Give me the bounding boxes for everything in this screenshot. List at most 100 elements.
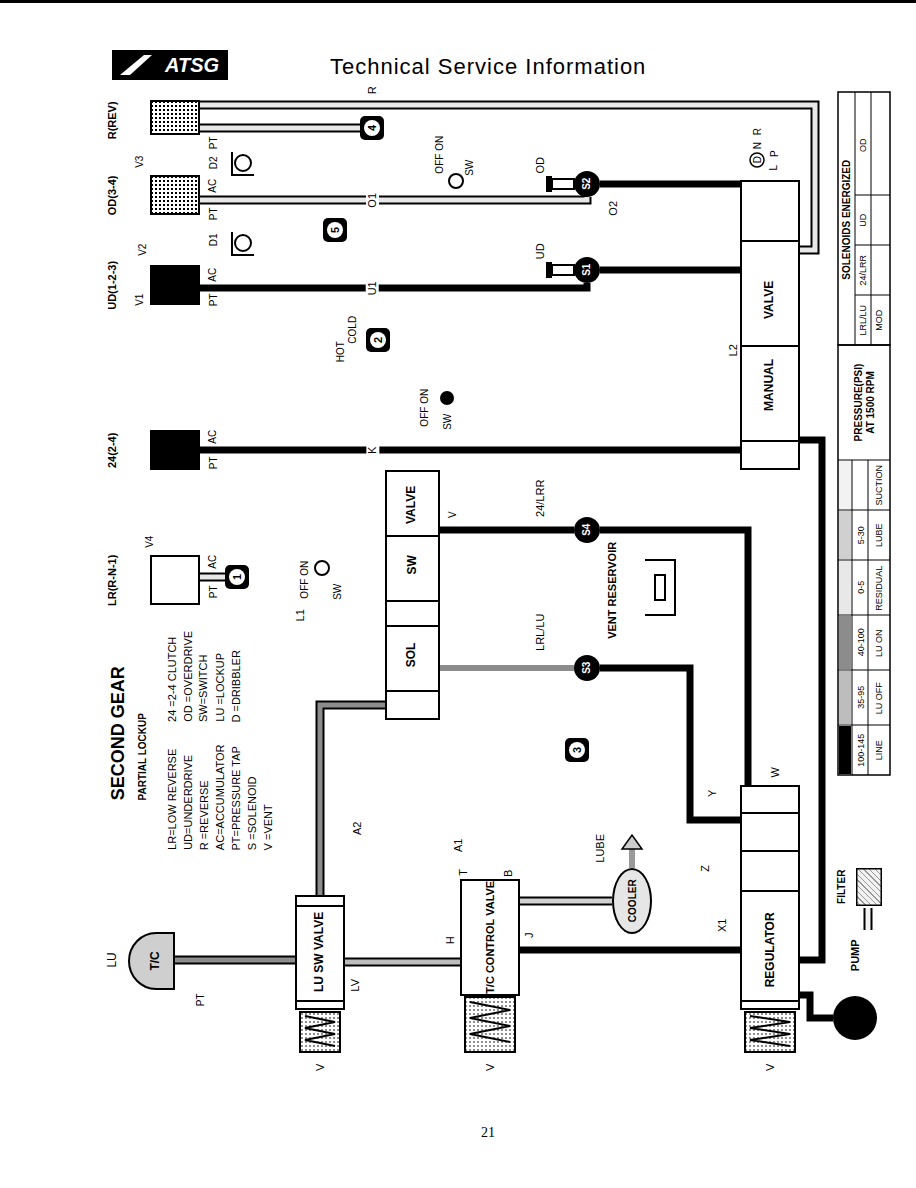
table-cell: UD (858, 214, 868, 227)
port-label: UD (534, 243, 547, 259)
passage-line (320, 705, 385, 895)
passage-line (520, 950, 740, 951)
solenoid: S1 (574, 257, 600, 283)
passage-line (200, 450, 740, 451)
legend-label: SUCTION (874, 465, 884, 506)
passage-line (440, 530, 574, 531)
table-cell: PRESSURE(PSI) AT 1500 RPM (853, 358, 876, 446)
node-label: VALVE (763, 281, 777, 319)
clutch-group: R(REV) (100, 98, 200, 143)
dribbler-seat (232, 232, 254, 255)
port-label: L2 (727, 344, 740, 356)
passage-fluid (600, 530, 748, 785)
port-label: R (366, 86, 379, 94)
port-label: LRL/LU (534, 613, 547, 650)
node-label: 24(2-4) (106, 432, 119, 467)
pump: PUMP (833, 930, 877, 1040)
node-label: 4 (364, 120, 380, 136)
solenoid-plunger (546, 262, 552, 278)
table-cell: 0-5 (856, 581, 866, 594)
node-label: UD(1-2-3) (106, 260, 119, 309)
passage-line (200, 197, 587, 200)
passage-fluid (200, 126, 360, 131)
node-label: OD(3-4) (106, 175, 119, 215)
passage-fluid (800, 995, 833, 1018)
port-label: V3 (134, 156, 146, 168)
port-label: PT (207, 207, 219, 220)
node-label: R(REV) (106, 101, 119, 139)
valve-land (385, 625, 440, 627)
legend-label: LU ON (874, 629, 884, 657)
port-label: V (764, 1063, 777, 1070)
passage-line (200, 105, 815, 250)
valve-spring (745, 1012, 795, 1052)
table-cell: OD (858, 138, 868, 152)
node-label: S1 (581, 264, 593, 276)
port-label: PT (207, 585, 219, 598)
logo-box: ATSG (112, 50, 228, 80)
legend-swatch (839, 616, 851, 669)
port-label: J (523, 932, 536, 938)
passage-wall (200, 124, 360, 133)
valve-spring (470, 1002, 510, 1042)
node-label: LR(R-N-1) (106, 554, 119, 605)
valve-spring (750, 1016, 790, 1046)
port-label: 24/LRR (534, 479, 547, 516)
port-label: OFF ON (299, 561, 311, 599)
port-label: W (769, 767, 782, 777)
table-frame (838, 345, 890, 775)
port-label: LU (105, 952, 119, 967)
passage-line (440, 668, 574, 669)
port-label: COLD (347, 316, 359, 344)
port-label: SW (332, 584, 344, 600)
port-label: LUBE (594, 833, 607, 862)
passage-line (520, 901, 612, 902)
port-label: OFF ON (419, 389, 431, 427)
port-label: Z (699, 864, 712, 871)
port-label: N (751, 142, 763, 149)
legend-label: LINE (874, 740, 884, 760)
table-cell: 40-100 (856, 628, 866, 656)
valve-land (295, 1000, 345, 1002)
valve-land (740, 850, 800, 852)
passage-fluid (440, 665, 574, 671)
port-label: V (446, 511, 458, 518)
passage-wall (345, 958, 460, 967)
solenoid-plunger (546, 176, 552, 192)
table-cell: 24/LRR (858, 255, 868, 286)
table-cell: MOD (874, 310, 884, 331)
node-label: LU SW VALVE (313, 912, 327, 992)
abbreviation: S =SOLENOID (246, 776, 259, 850)
header-text: Technical Service Information (330, 54, 646, 79)
abbreviation: 24 =2-4 CLUTCH (166, 637, 179, 722)
dribbler-ball (235, 235, 251, 251)
passage-wall (520, 897, 612, 906)
reservoir-cup (645, 560, 675, 615)
port-label: D (751, 156, 763, 163)
valve-land (740, 812, 800, 814)
clutch-group: 24(2-4) (100, 425, 200, 475)
node-label: 5 (327, 222, 343, 238)
valve-land (295, 905, 345, 907)
legend-swatch (839, 671, 851, 724)
pump-circle (833, 996, 877, 1040)
port-label: SW (442, 414, 454, 430)
valve-body: LU SW VALVE (295, 895, 345, 1010)
node-label: PUMP (849, 939, 862, 971)
passage-line (600, 184, 740, 185)
passage-wall (200, 197, 587, 200)
port-label: PT (207, 456, 219, 469)
port-label: L (768, 165, 780, 171)
reservoir-label: VENT RESERVOIR (600, 540, 626, 641)
abbreviation: LR=LOW REVERSE (166, 749, 179, 850)
converter-outline (129, 933, 174, 989)
valve-spring (465, 997, 515, 1052)
subtitle: PARTIAL LOCKUP (136, 713, 148, 800)
passage-line (800, 995, 833, 1018)
port-label: A2 (351, 821, 364, 834)
port-label: V2 (137, 244, 149, 256)
passage-fluid (866, 908, 871, 930)
node-label: S2 (581, 178, 593, 190)
legend-swatch (839, 461, 851, 509)
table-cell: 100-145 (856, 734, 866, 767)
